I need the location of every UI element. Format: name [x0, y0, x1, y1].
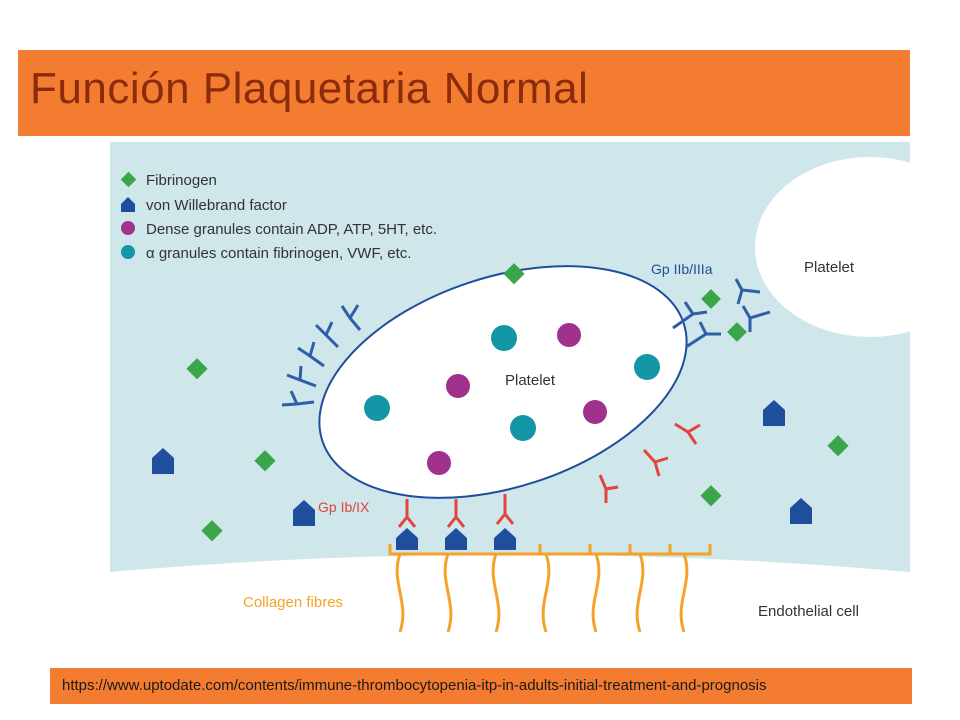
receptor	[286, 365, 317, 388]
legend-marker-vwf	[121, 197, 135, 212]
free-vwf	[152, 400, 812, 526]
receptor	[674, 422, 701, 445]
fibrinogen-diamond	[186, 358, 208, 380]
fibrinogen-diamond	[254, 450, 276, 472]
collagen-ticks	[538, 544, 672, 554]
collagen-fibre	[541, 553, 551, 632]
legend: Fibrinogen von Willebrand factor Dense g…	[120, 171, 437, 262]
receptor	[734, 278, 761, 305]
alpha-granules	[364, 325, 660, 441]
main-platelet	[318, 265, 688, 499]
alpha-granule	[491, 325, 517, 351]
source-url[interactable]: https://www.uptodate.com/contents/immune…	[62, 677, 767, 694]
fibrinogen-diamond	[700, 485, 722, 507]
red-receptors-right	[598, 422, 701, 503]
dense-granule	[583, 400, 607, 424]
alpha-granule	[634, 354, 660, 380]
vwf-house	[396, 528, 418, 550]
legend-label-fibrinogen: Fibrinogen	[146, 172, 217, 189]
vwf-house	[152, 448, 174, 474]
receptor	[598, 474, 619, 503]
collagen-fibre	[395, 553, 405, 632]
platelet-function-diagram: Platelet Platelet	[110, 142, 910, 632]
gp-receptors-left	[281, 304, 362, 407]
gp-iib-iiia-receptors	[672, 278, 771, 349]
slide-title: Función Plaquetaria Normal	[30, 64, 589, 113]
fibrinogen-diamond	[827, 435, 849, 457]
receptor	[495, 494, 515, 525]
alpha-granule	[364, 395, 390, 421]
left-margin-panel	[18, 142, 110, 632]
diagram-svg: Platelet Platelet	[110, 157, 910, 632]
dense-granule	[427, 451, 451, 475]
gp-iib-iiia-label: Gp IIb/IIIa	[651, 261, 713, 277]
legend-marker-alpha-granule	[121, 245, 135, 259]
receptor	[642, 448, 669, 477]
collagen-fibre	[679, 553, 689, 632]
alpha-granule	[510, 415, 536, 441]
receptor	[446, 499, 466, 528]
endothelial-cell	[110, 554, 910, 632]
receptor	[741, 305, 771, 332]
dense-granule	[557, 323, 581, 347]
adjacent-platelet-label: Platelet	[804, 259, 855, 276]
bound-fibrinogen	[701, 289, 747, 342]
collagen-fibre	[443, 553, 453, 632]
collagen-fibres	[388, 544, 712, 632]
receptor	[672, 301, 708, 330]
dense-granules	[427, 323, 607, 475]
legend-marker-fibrinogen	[120, 171, 137, 188]
vwf-house	[293, 500, 315, 526]
receptor	[297, 341, 325, 368]
vwf-house	[445, 528, 467, 550]
collagen-top-line	[388, 544, 712, 556]
gp-ib-ix-receptors	[397, 494, 515, 528]
vwf-house	[494, 528, 516, 550]
adjacent-platelet	[755, 157, 910, 337]
legend-label-alpha-granules: α granules contain fibrinogen, VWF, etc.	[146, 245, 411, 262]
main-platelet-label: Platelet	[505, 372, 556, 389]
collagen-fibre	[491, 553, 501, 632]
vwf-house	[790, 498, 812, 524]
legend-marker-dense-granule	[121, 221, 135, 235]
collagen-label: Collagen fibres	[243, 594, 343, 611]
fibrinogen-diamond	[727, 322, 747, 342]
fibrinogen-diamond	[701, 289, 721, 309]
legend-label-dense-granules: Dense granules contain ADP, ATP, 5HT, et…	[146, 221, 437, 238]
collagen-fibre	[635, 553, 645, 632]
endothelial-label: Endothelial cell	[758, 603, 859, 620]
bound-vwf	[396, 528, 516, 550]
collagen-fibre	[591, 553, 601, 632]
receptor	[340, 304, 362, 331]
fibrinogen-diamond	[201, 520, 223, 542]
receptor	[685, 321, 721, 349]
legend-label-vwf: von Willebrand factor	[146, 197, 287, 214]
receptor	[314, 321, 340, 349]
gp-ib-ix-label: Gp Ib/IX	[318, 499, 370, 515]
receptor	[397, 499, 417, 528]
dense-granule	[446, 374, 470, 398]
source-url-bar: https://www.uptodate.com/contents/immune…	[50, 668, 912, 704]
vwf-house	[763, 400, 785, 426]
receptor	[281, 390, 315, 407]
title-bar: Función Plaquetaria Normal	[18, 50, 910, 136]
